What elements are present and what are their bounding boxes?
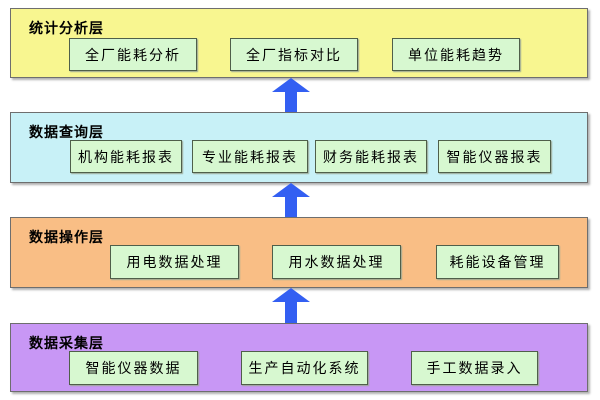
up-arrow-icon xyxy=(272,288,310,323)
node-plant-energy-analysis: 全厂能耗分析 xyxy=(69,38,197,71)
node-specialty-energy-report: 专业能耗报表 xyxy=(192,140,308,173)
arrow-stem xyxy=(285,302,297,323)
node-energy-device-management: 耗能设备管理 xyxy=(436,245,559,279)
layer-data-query: 数据查询层 机构能耗报表 专业能耗报表 财务能耗报表 智能仪器报表 xyxy=(10,112,588,183)
layer-title: 数据查询层 xyxy=(29,125,104,141)
arrow-head xyxy=(272,288,310,302)
node-org-energy-report: 机构能耗报表 xyxy=(70,140,182,173)
arrow-head xyxy=(272,183,310,197)
arrow-stem xyxy=(285,197,297,217)
layer-statistical-analysis: 统计分析层 全厂能耗分析 全厂指标对比 单位能耗趋势 xyxy=(10,8,588,78)
layer-data-operation: 数据操作层 用电数据处理 用水数据处理 耗能设备管理 xyxy=(10,217,588,288)
node-water-data-processing: 用水数据处理 xyxy=(272,245,401,279)
node-finance-energy-report: 财务能耗报表 xyxy=(315,140,427,173)
node-unit-energy-trend: 单位能耗趋势 xyxy=(392,38,520,71)
layer-title: 数据采集层 xyxy=(29,336,104,352)
node-smart-meter-report: 智能仪器报表 xyxy=(438,140,551,173)
node-electricity-data-processing: 用电数据处理 xyxy=(110,245,239,279)
node-plant-indicator-comparison: 全厂指标对比 xyxy=(230,38,358,71)
node-manual-data-entry: 手工数据录入 xyxy=(411,351,538,385)
up-arrow-icon xyxy=(272,78,310,112)
arrow-stem xyxy=(285,92,297,112)
layer-data-collection: 数据采集层 智能仪器数据 生产自动化系统 手工数据录入 xyxy=(10,323,588,392)
node-smart-meter-data: 智能仪器数据 xyxy=(69,351,198,385)
up-arrow-icon xyxy=(272,183,310,217)
node-production-automation-system: 生产自动化系统 xyxy=(241,351,368,385)
layer-title: 数据操作层 xyxy=(29,230,104,246)
layer-title: 统计分析层 xyxy=(29,21,104,37)
arrow-head xyxy=(272,78,310,92)
